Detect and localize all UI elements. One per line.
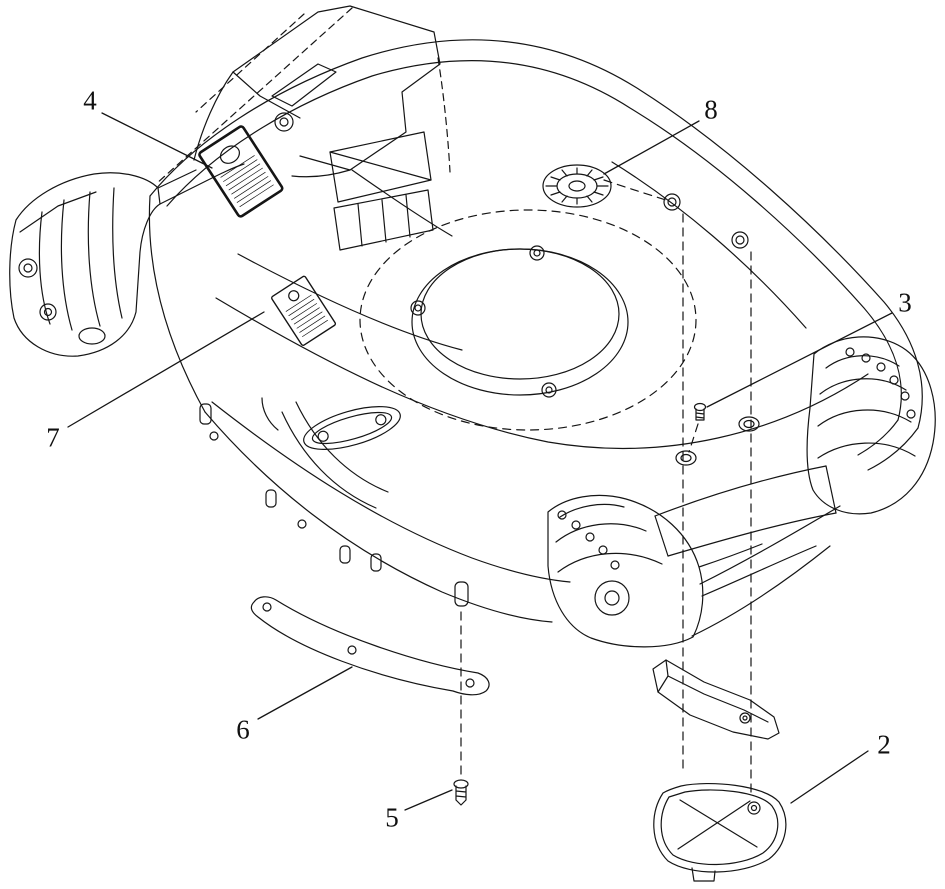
bolt-3 — [693, 402, 707, 421]
trim-strip — [250, 596, 490, 696]
discharge-deflector — [653, 782, 787, 882]
callout-7: 7 — [46, 422, 60, 453]
handle-dashed-lines — [155, 7, 451, 185]
callout-8: 8 — [704, 94, 718, 125]
assembly-dashed-lines — [460, 179, 752, 797]
callout-5: 5 — [385, 802, 399, 833]
screw-5 — [453, 779, 469, 806]
height-adjust-pad — [261, 397, 401, 509]
handle-bracket — [9, 163, 245, 357]
deck-mounting-bolts — [663, 193, 760, 466]
engine-platform — [193, 5, 441, 251]
callout-3: 3 — [898, 287, 912, 318]
blade-opening — [359, 209, 697, 431]
deflector-bracket — [652, 659, 780, 740]
callout-6: 6 — [236, 714, 250, 745]
deck-housing — [148, 39, 923, 637]
warning-label — [198, 125, 284, 218]
front-wheel-housing — [547, 494, 704, 648]
spec-label — [271, 275, 337, 346]
rear-wheel-housing — [806, 336, 936, 515]
leader-lines — [67, 112, 893, 811]
callout-2: 2 — [877, 729, 891, 760]
discharge-channel — [654, 465, 837, 597]
fuel-cap — [542, 164, 612, 208]
callout-4: 4 — [83, 85, 97, 116]
skirt-tabs — [199, 403, 469, 607]
